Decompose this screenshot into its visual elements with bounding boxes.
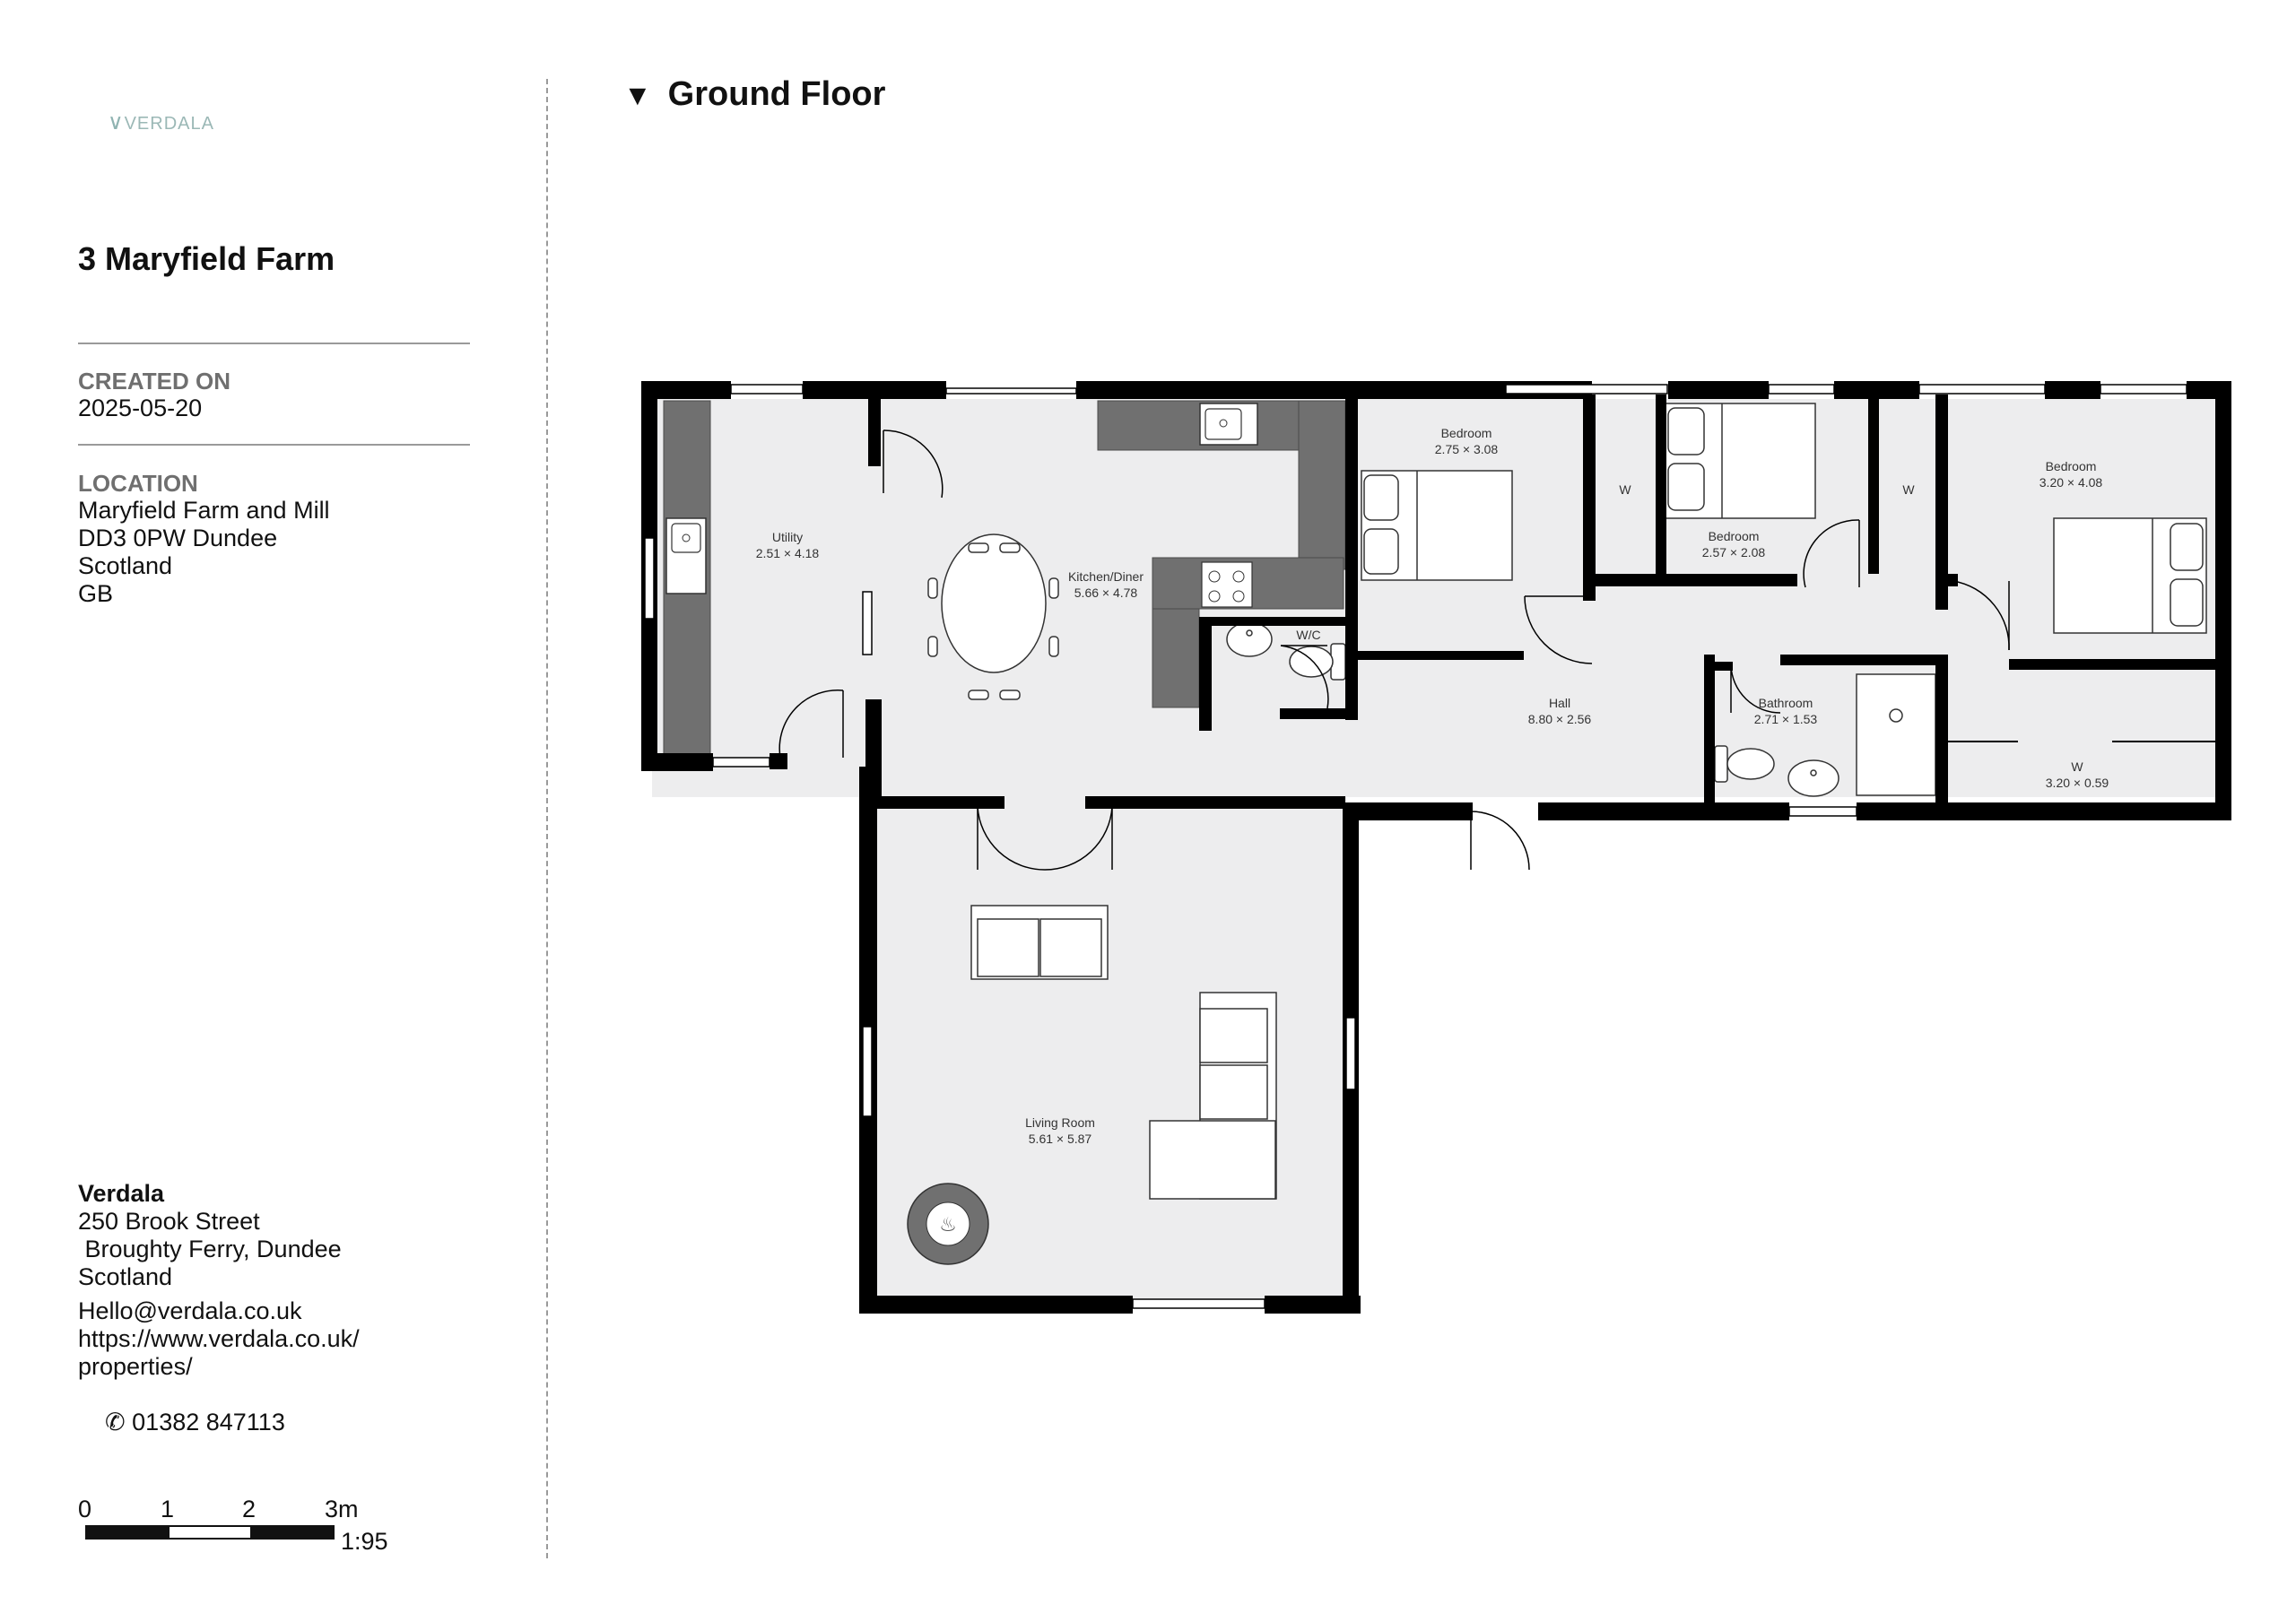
location-line: Scotland bbox=[78, 552, 173, 579]
floor-title-text: Ground Floor bbox=[667, 75, 886, 113]
sofa-icon bbox=[970, 905, 1109, 980]
room-name: W/C bbox=[1296, 628, 1320, 642]
windows bbox=[644, 384, 2187, 1309]
location-line: DD3 0PW Dundee bbox=[78, 525, 278, 551]
stove-icon: ♨ bbox=[907, 1183, 989, 1265]
agent-website-link[interactable]: https://www.verdala.co.uk/ bbox=[78, 1325, 360, 1352]
room-name: Utility bbox=[772, 530, 803, 544]
bath-toilet-icon bbox=[1714, 745, 1775, 783]
agent-phone[interactable]: ✆ 01382 847113 bbox=[78, 1381, 285, 1464]
scale-tick-label: 2 bbox=[242, 1496, 257, 1522]
property-title: 3 Maryfield Farm bbox=[78, 240, 335, 277]
room-size: 3.20 × 0.59 bbox=[2046, 776, 2109, 790]
scale-tick-label: 3m bbox=[325, 1496, 359, 1522]
scale-tick-label: 0 bbox=[78, 1496, 92, 1522]
bed-icon bbox=[1662, 403, 1816, 519]
floor-area bbox=[652, 399, 2226, 1303]
room-name: Living Room bbox=[1025, 1115, 1095, 1130]
sidebar-divider bbox=[546, 79, 548, 1558]
verdala-logo-icon: ∨ bbox=[108, 110, 125, 134]
scale-ratio: 1:95 bbox=[341, 1528, 388, 1555]
location-line: GB bbox=[78, 580, 114, 607]
kitchen-sink-icon bbox=[1199, 403, 1258, 446]
room-size: 8.80 × 2.56 bbox=[1528, 712, 1592, 726]
room-name: W bbox=[1619, 482, 1631, 497]
room-size: 5.61 × 5.87 bbox=[1029, 1132, 1092, 1146]
created-label: CREATED ON bbox=[78, 368, 230, 395]
room-size: 2.71 × 1.53 bbox=[1754, 712, 1818, 726]
divider-rule bbox=[78, 444, 470, 446]
location-label: LOCATION bbox=[78, 470, 198, 497]
agent-email-link[interactable]: Hello@verdala.co.uk bbox=[78, 1297, 302, 1324]
wc-basin-icon bbox=[1226, 621, 1273, 657]
bed-icon bbox=[1361, 470, 1513, 581]
collapse-triangle-icon: ▼ bbox=[623, 79, 652, 111]
hob-icon bbox=[1201, 561, 1253, 608]
room-name: W bbox=[2071, 759, 2083, 774]
room-name: W bbox=[1902, 482, 1915, 497]
sidebar: ∨VERDALA 3 Maryfield Farm CREATED ON 202… bbox=[0, 0, 547, 1622]
utility-sink-icon bbox=[665, 517, 707, 594]
agent-name: Verdala bbox=[78, 1180, 165, 1207]
floor-title[interactable]: ▼ Ground Floor bbox=[623, 75, 885, 114]
dining-table-icon bbox=[927, 533, 1059, 700]
agent-address-line: 250 Brook Street bbox=[78, 1208, 260, 1235]
phone-icon: ✆ bbox=[105, 1409, 126, 1436]
bath-basin-icon bbox=[1787, 759, 1839, 797]
agent-address-line: Scotland bbox=[78, 1263, 173, 1290]
room-name: Hall bbox=[1549, 696, 1570, 710]
room-name: Bedroom bbox=[1709, 529, 1760, 543]
scale-tick-label: 1 bbox=[161, 1496, 175, 1522]
brand-logo: ∨VERDALA bbox=[108, 109, 214, 135]
room-name: Bedroom bbox=[1441, 426, 1492, 440]
corner-sofa-icon bbox=[1149, 992, 1277, 1200]
room-size: 2.57 × 2.08 bbox=[1702, 545, 1766, 559]
room-size: 2.75 × 3.08 bbox=[1435, 442, 1499, 456]
room-size: 5.66 × 4.78 bbox=[1074, 585, 1138, 600]
room-name: Bedroom bbox=[2046, 459, 2097, 473]
room-size: 2.51 × 4.18 bbox=[756, 546, 820, 560]
agent-phone-number: 01382 847113 bbox=[132, 1409, 285, 1436]
door-swings bbox=[778, 429, 2010, 871]
location-line: Maryfield Farm and Mill bbox=[78, 497, 330, 524]
created-value: 2025-05-20 bbox=[78, 395, 203, 421]
exterior-walls bbox=[641, 381, 2231, 1314]
wc-toilet-icon bbox=[1289, 643, 1346, 681]
room-name: Kitchen/Diner bbox=[1068, 569, 1144, 584]
agent-website-link[interactable]: properties/ bbox=[78, 1353, 193, 1380]
room-labels: Utility 2.51 × 4.18 Kitchen/Diner 5.66 ×… bbox=[756, 426, 2109, 1146]
divider-rule bbox=[78, 343, 470, 344]
svg-text:♨: ♨ bbox=[939, 1214, 957, 1236]
room-name: Bathroom bbox=[1759, 696, 1813, 710]
agent-address-line: Broughty Ferry, Dundee bbox=[78, 1236, 342, 1262]
scale-bar: 0 1 2 3m 1:95 bbox=[78, 1496, 401, 1555]
brand-logo-text: VERDALA bbox=[124, 114, 214, 134]
bed-icon bbox=[2053, 517, 2207, 634]
scale-segment bbox=[250, 1525, 335, 1540]
room-size: 3.20 × 4.08 bbox=[2039, 475, 2103, 490]
shower-tray-icon bbox=[1856, 673, 1936, 796]
